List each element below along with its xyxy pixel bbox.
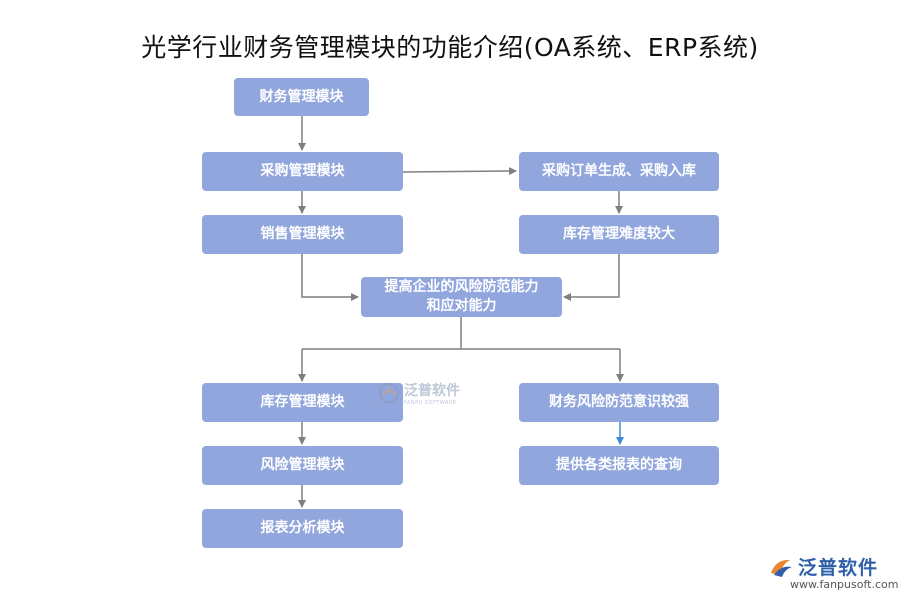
brand-website: www.fanpusoft.com xyxy=(790,578,899,591)
link-purchase-order xyxy=(402,167,517,176)
node-risk-awareness: 财务风险防范意识较强 xyxy=(519,383,719,422)
node-report-query: 提供各类报表的查询 xyxy=(519,446,719,485)
watermark-subtext: FANPU SOFTWARE xyxy=(404,400,457,406)
node-purchase-order: 采购订单生成、采购入库 xyxy=(519,152,719,191)
node-risk-module: 风险管理模块 xyxy=(202,446,403,485)
node-risk-module-label: 风险管理模块 xyxy=(260,457,345,473)
brand-name: 泛普软件 xyxy=(798,557,879,579)
node-sales-module-label: 销售管理模块 xyxy=(260,226,345,242)
node-sales-module: 销售管理模块 xyxy=(202,215,403,254)
node-report-query-label: 提供各类报表的查询 xyxy=(556,457,682,473)
node-purchase-order-label: 采购订单生成、采购入库 xyxy=(542,163,696,179)
diagram-title: 光学行业财务管理模块的功能介绍(OA系统、ERP系统) xyxy=(141,33,759,62)
node-report-module: 报表分析模块 xyxy=(202,509,403,548)
node-finance-module: 财务管理模块 xyxy=(234,78,369,116)
fanpu-brand-icon xyxy=(771,559,792,577)
node-inventory-difficulty: 库存管理难度较大 xyxy=(519,215,719,254)
node-report-module-label: 报表分析模块 xyxy=(260,520,345,536)
node-inventory-difficulty-label: 库存管理难度较大 xyxy=(563,226,675,242)
node-risk-awareness-label: 财务风险防范意识较强 xyxy=(549,394,689,410)
node-inventory-module: 库存管理模块 xyxy=(202,383,403,422)
brand-logo: 泛普软件 xyxy=(768,553,878,580)
node-purchase-module-label: 采购管理模块 xyxy=(260,163,345,179)
node-risk-capability-line1: 提高企业的风险防范能力 xyxy=(384,279,539,295)
link-inventory-diff-risk xyxy=(563,254,620,301)
link-sales-risk xyxy=(301,254,359,301)
node-finance-module-label: 财务管理模块 xyxy=(259,88,344,105)
node-risk-capability: 提高企业的风险防范能力 和应对能力 xyxy=(361,277,562,317)
watermark-text: 泛普软件 xyxy=(404,383,460,399)
center-watermark: 泛普软件 FANPU SOFTWARE xyxy=(378,380,460,406)
node-purchase-module: 采购管理模块 xyxy=(202,152,403,191)
node-inventory-module-label: 库存管理模块 xyxy=(260,394,345,410)
fanpu-logo-icon xyxy=(379,383,399,403)
node-risk-capability-line2: 和应对能力 xyxy=(426,298,497,314)
